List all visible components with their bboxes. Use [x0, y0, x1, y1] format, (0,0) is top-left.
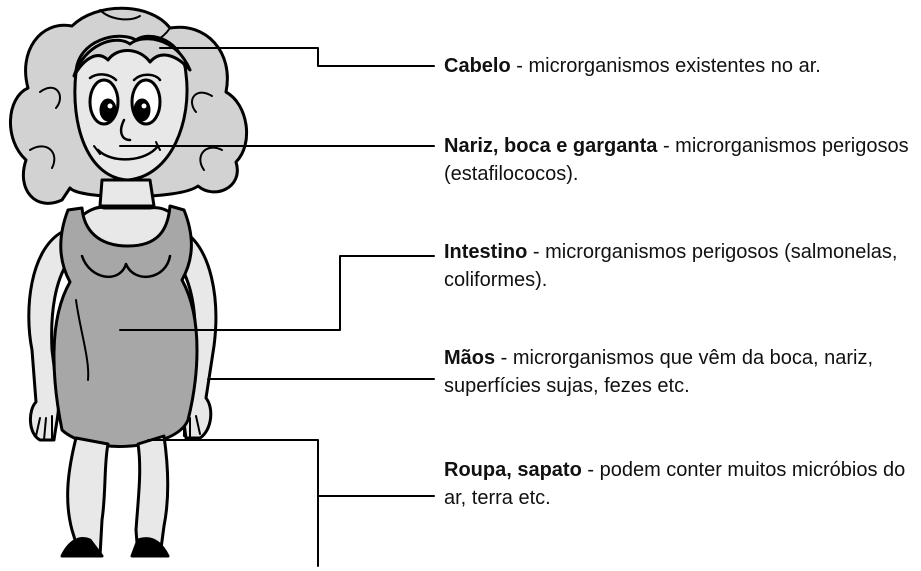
right-shoe: [130, 537, 170, 558]
term-nariz: Nariz, boca e garganta: [444, 135, 658, 157]
mouth: [96, 144, 160, 161]
leader-roupa: [147, 439, 319, 567]
left-arm: [27, 230, 70, 442]
face: [73, 34, 189, 182]
dress: [52, 204, 199, 448]
leader-intestino: [119, 255, 435, 331]
label-cabelo: Cabelo - microrganismos existentes no ar…: [444, 52, 914, 80]
neck: [98, 178, 156, 208]
desc-cabelo: - microrganismos existentes no ar.: [510, 55, 821, 77]
desc-intestino: - microrganismos perigosos (salmonelas, …: [444, 241, 898, 291]
label-roupa: Roupa, sapato - podem conter muitos micr…: [444, 456, 914, 512]
term-cabelo: Cabelo: [444, 55, 511, 77]
desc-maos: - microrganismos que vêm da boca, nariz,…: [444, 347, 874, 397]
term-roupa: Roupa, sapato: [444, 459, 582, 481]
left-shoe: [60, 537, 104, 558]
leader-cabelo: [159, 47, 435, 67]
desc-nariz: - microrganismos perigosos (estafilococo…: [444, 135, 909, 185]
label-nariz: Nariz, boca e garganta - microrganismos …: [444, 132, 914, 188]
term-maos: Mãos: [444, 347, 496, 369]
desc-roupa: - podem conter muitos micróbios do ar, t…: [444, 459, 906, 509]
label-intestino: Intestino - microrganismos perigosos (sa…: [444, 238, 914, 294]
leader-lines: [119, 47, 435, 567]
term-intestino: Intestino: [444, 241, 528, 263]
nose: [119, 118, 132, 142]
label-maos: Mãos - microrganismos que vêm da boca, n…: [444, 344, 914, 400]
